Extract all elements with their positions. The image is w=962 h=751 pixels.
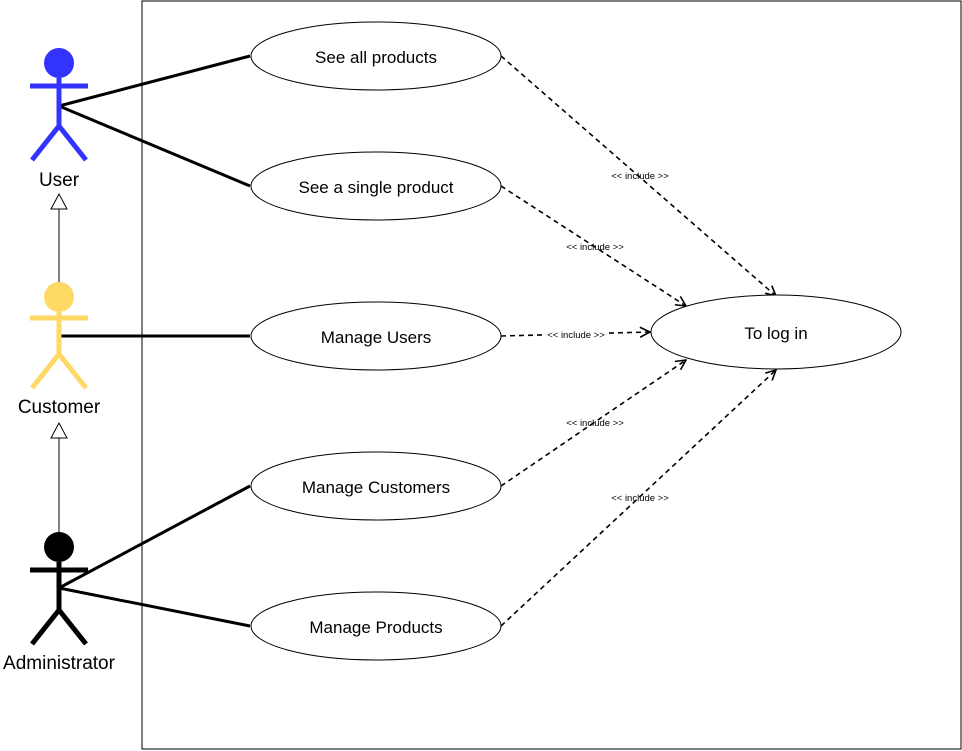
use-case-to-log-in[interactable] [650,294,902,370]
actor-customer[interactable] [30,282,88,390]
association-admin-manage-customers [58,484,251,590]
actor-user[interactable] [30,48,88,162]
include-manage-customers [500,360,686,487]
use-case-manage-customers[interactable] [250,451,502,521]
actor-administrator[interactable] [30,532,88,646]
actor-user-right-leg [57,124,88,162]
include-label-1: << include >> [611,171,669,182]
association-user-see-single-product [58,104,251,188]
use-case-manage-products[interactable] [250,591,502,661]
include-label-4: << include >> [566,418,624,429]
actor-administrator-right-leg [57,608,88,646]
actor-customer-label: Customer [18,397,101,418]
include-label-2: << include >> [566,242,624,253]
actor-administrator-head [44,532,74,562]
include-label-3: << include >> [547,330,605,341]
include-see-single-product [500,185,686,306]
use-case-label-manage-users: Manage Users [321,328,432,347]
use-case-label-see-all-products: See all products [315,48,437,67]
use-case-see-all-products[interactable] [250,21,502,91]
use-case-label-to-log-in: To log in [744,324,807,343]
system-boundary [141,0,962,750]
actor-customer-right-leg [57,352,88,390]
actor-user-left-leg [30,124,61,162]
actor-user-label: User [39,170,80,191]
use-case-label-manage-customers: Manage Customers [302,478,450,497]
actor-customer-head [44,282,74,312]
actor-customer-left-leg [30,352,61,390]
generalization-administrator-to-customer [50,421,68,533]
use-case-manage-users[interactable] [250,301,502,371]
use-case-label-see-single-product: See a single product [299,178,454,197]
use-case-label-manage-products: Manage Products [309,618,442,637]
use-case-see-single-product[interactable] [250,151,502,221]
include-see-all-products [500,55,776,296]
actor-user-head [44,48,74,78]
association-admin-manage-products [58,586,251,628]
include-label-5: << include >> [611,493,669,504]
generalization-customer-to-user [50,192,68,283]
actor-administrator-label: Administrator [3,653,116,674]
association-user-see-all-products [58,54,251,108]
actor-administrator-left-leg [30,608,61,646]
